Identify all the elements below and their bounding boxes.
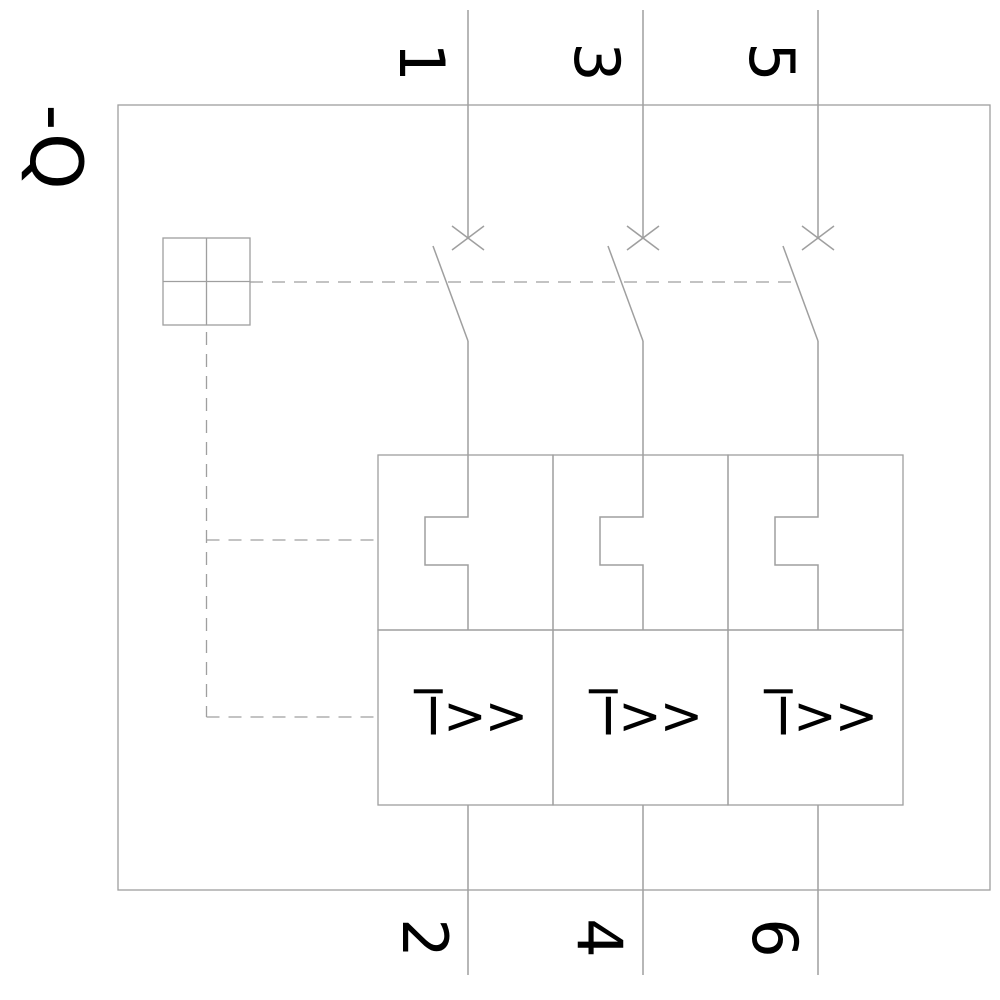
pole-2-thermal-release-notch	[599, 455, 644, 630]
terminal-label-6: 6	[738, 918, 811, 958]
pole-1-thermal-release-notch	[424, 455, 469, 630]
terminal-label-1: 1	[385, 42, 458, 82]
terminal-label-5: 5	[735, 42, 808, 82]
linkage-dashed-lines	[205, 281, 796, 718]
trip-symbol-pole-1: I>>	[413, 685, 528, 746]
trip-current-letter: I	[588, 689, 619, 743]
pole-1-switch-blade	[432, 245, 469, 342]
terminal-label-3: 3	[560, 42, 633, 82]
terminal-label-2: 2	[388, 918, 461, 958]
pole-1-contact-x-icon	[451, 225, 485, 251]
thermal-release-boxes	[377, 454, 904, 631]
magnetic-release-boxes	[377, 629, 904, 806]
actuator-box-icon	[162, 237, 251, 326]
pole-1	[424, 10, 485, 975]
trip-symbol-pole-2: I>>	[588, 685, 703, 746]
trip-chevrons: >>	[443, 685, 528, 746]
pole-2	[599, 10, 660, 975]
trip-symbol-pole-3: I>>	[763, 685, 878, 746]
trip-chevrons: >>	[793, 685, 878, 746]
trip-chevrons: >>	[618, 685, 703, 746]
pole-3	[774, 10, 835, 975]
outer-border	[117, 104, 991, 891]
device-tag: -Q	[14, 104, 98, 190]
pole-2-switch-blade	[607, 245, 644, 342]
trip-current-letter: I	[763, 689, 794, 743]
pole-3-contact-x-icon	[801, 225, 835, 251]
terminal-label-4: 4	[563, 918, 636, 958]
pole-3-thermal-release-notch	[774, 455, 819, 630]
trip-current-letter: I	[413, 689, 444, 743]
pole-3-switch-blade	[782, 245, 819, 342]
pole-2-contact-x-icon	[626, 225, 660, 251]
